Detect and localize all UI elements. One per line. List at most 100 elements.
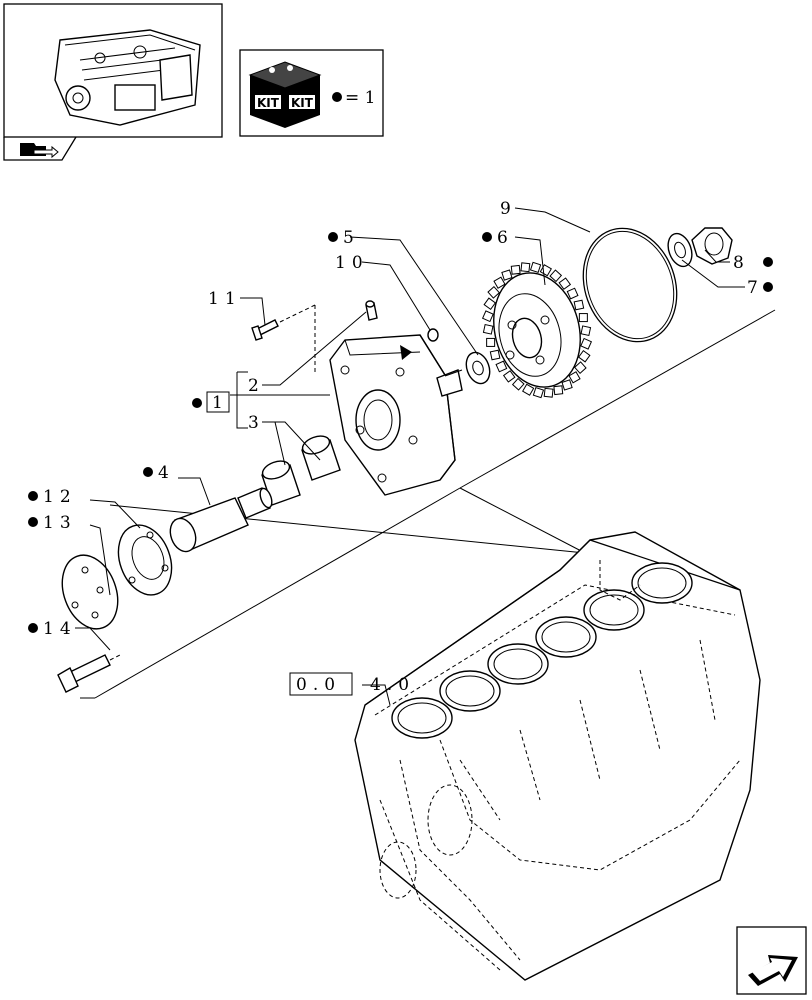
reference-boxed-label: 0.0 (296, 675, 341, 695)
kit-text-left: KIT (257, 96, 280, 110)
engine-thumbnail-icon (54, 29, 201, 126)
exploded-frame (80, 309, 776, 699)
gear-tooth (495, 360, 508, 373)
folder-arrow-icon (20, 143, 59, 159)
cylinder-inner (637, 567, 687, 599)
part-9-o-ring[interactable] (568, 215, 692, 355)
leader-lines (75, 207, 745, 706)
next-page-button[interactable] (736, 926, 807, 995)
gear-tooth (502, 370, 516, 383)
callout-11-label: 11 (208, 289, 242, 309)
gear-tooth (568, 371, 581, 384)
reference-suffix-label: 4.0 (370, 675, 415, 695)
part-7-washer[interactable] (664, 230, 696, 269)
callout-5-label: 5 (343, 228, 360, 248)
callout-6[interactable]: 6 (482, 228, 514, 248)
callout-13[interactable]: 13 (28, 513, 77, 533)
engine-thumbnail[interactable] (3, 3, 223, 138)
part-1-support-body[interactable] (329, 334, 463, 496)
cylinder-inner (541, 621, 591, 653)
cylinder-bore (583, 589, 645, 631)
callout-12[interactable]: 12 (28, 487, 77, 507)
gear-tooth (578, 313, 588, 323)
kit-bullet-icon (482, 232, 492, 242)
gear-tooth (510, 264, 521, 275)
gear-tooth (511, 377, 525, 391)
next-page-arrow-icon (748, 955, 798, 986)
kit-bullet-icon (143, 467, 153, 477)
callout-3[interactable]: 3 (248, 413, 265, 433)
gear-tooth (532, 386, 545, 399)
folder-arrow-tab[interactable] (3, 136, 77, 161)
callout-8[interactable]: 8 (733, 253, 773, 273)
part-5-washer[interactable] (462, 349, 494, 387)
kit-bullet-icon (763, 257, 773, 267)
part-10-plug[interactable] (427, 328, 439, 342)
gear-tooth (577, 350, 591, 363)
part-11-screw[interactable] (251, 304, 316, 375)
callout-12-label: 12 (43, 487, 77, 507)
callout-7-label: 7 (747, 278, 764, 298)
gear-tooth (573, 361, 587, 374)
callout-14[interactable]: 14 (28, 619, 77, 639)
callout-6-label: 6 (497, 228, 514, 248)
callout-4-label: 4 (158, 463, 175, 483)
kit-box-icon: KIT KIT (248, 61, 322, 128)
part-12-flange[interactable] (109, 518, 181, 603)
engine-block[interactable] (354, 531, 761, 981)
kit-bullet-icon (28, 517, 38, 527)
callout-2-label: 2 (248, 376, 265, 396)
callout-7[interactable]: 7 (747, 278, 773, 298)
callout-4[interactable]: 4 (143, 463, 175, 483)
cylinder-bore (487, 643, 549, 685)
cylinder-bore (535, 616, 597, 658)
gear-tooth (483, 297, 497, 310)
callout-5[interactable]: 5 (328, 228, 360, 248)
part-3-bushings[interactable] (260, 433, 341, 506)
gear-tooth (520, 262, 531, 273)
callout-11[interactable]: 11 (208, 289, 242, 309)
cylinder-bore (439, 670, 501, 712)
gear-tooth (561, 379, 573, 391)
kit-bullet-icon (332, 92, 342, 102)
gear-tooth (580, 337, 593, 350)
gear-tooth (549, 269, 563, 283)
kit-bullet-icon (192, 398, 202, 408)
cylinder-inner (445, 675, 495, 707)
part-6-gear[interactable] (481, 261, 593, 399)
callout-2[interactable]: 2 (248, 376, 265, 396)
part-2-pin[interactable] (365, 300, 378, 321)
cylinder-inner (397, 702, 447, 734)
callout-9[interactable]: 9 (500, 199, 517, 219)
kit-bullet-icon (763, 282, 773, 292)
gear-tooth (522, 383, 535, 396)
gear-tooth (529, 261, 542, 274)
callout-1-label: 1 (212, 393, 229, 413)
part-8-nut[interactable] (691, 227, 733, 265)
reference-callout[interactable]: 0.0 4.0 (289, 672, 415, 696)
reference-box (289, 672, 353, 696)
callout-9-label: 9 (500, 199, 517, 219)
gear-tooth (543, 387, 554, 398)
kit-bullet-icon (28, 491, 38, 501)
cylinder-bore (391, 697, 453, 739)
part-13-cover[interactable] (53, 547, 128, 636)
gear-tooth (486, 337, 496, 347)
callout-14-label: 14 (43, 619, 77, 639)
gear-tooth (487, 286, 501, 299)
gear-tooth (481, 310, 494, 323)
callout-10[interactable]: 10 (335, 253, 369, 273)
part-14-bolt[interactable] (57, 654, 121, 693)
callout-13-label: 13 (43, 513, 77, 533)
part-4-shaft[interactable] (166, 369, 463, 555)
gear-tooth (493, 276, 506, 289)
kit-equals-label: = 1 (345, 88, 375, 108)
callout-1[interactable]: 1 (192, 391, 230, 413)
kit-bullet-icon (28, 623, 38, 633)
callout-3-label: 3 (248, 413, 265, 433)
gear-tooth (489, 349, 501, 361)
gear-tooth (482, 323, 494, 335)
gear-tooth (566, 287, 579, 300)
callout-8-label: 8 (733, 253, 750, 273)
